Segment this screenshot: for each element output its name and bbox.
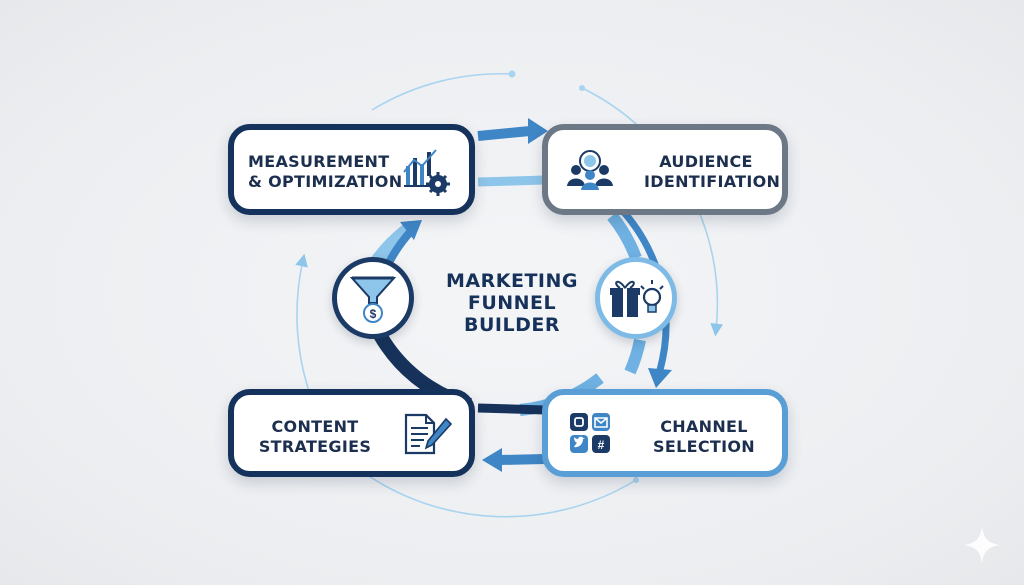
measurement-label-line-2: & OPTIMIZATION (248, 172, 403, 191)
svg-text:#: # (598, 438, 605, 452)
channel-card: # CHANNEL SELECTION (542, 389, 788, 477)
outer-arc-left (295, 253, 313, 401)
outer-arc-bottom (359, 469, 637, 518)
ring-left-arrow (400, 220, 422, 240)
audience-label: AUDIENCE IDENTIFIATION (644, 152, 781, 192)
social-channels-icon: # (570, 413, 610, 453)
channel-label-line-1: CHANNEL (660, 417, 748, 436)
audience-label-line-2: IDENTIFIATION (644, 172, 781, 191)
gift-idea-node (595, 257, 677, 339)
content-label: CONTENT STRATEGIES (252, 417, 378, 457)
arrow-bottom-connector (499, 454, 546, 465)
measurement-card: MEASUREMENT & OPTIMIZATION (228, 124, 475, 215)
audience-label-line-1: AUDIENCE (659, 152, 753, 171)
ring-right (607, 212, 642, 261)
outer-arc-top (371, 72, 513, 111)
arrow-top-lower (477, 175, 546, 187)
center-title-line-1: MARKETING (446, 270, 578, 292)
document-pen-icon (404, 413, 453, 455)
arrow-top-connector (477, 126, 531, 141)
measurement-label: MEASUREMENT & OPTIMIZATION (248, 152, 403, 192)
measurement-label-line-1: MEASUREMENT (248, 152, 390, 171)
outer-arc-dot (508, 70, 516, 78)
funnel-node: $ (332, 257, 414, 339)
channel-label: CHANNEL SELECTION (642, 417, 766, 457)
audience-group-icon (567, 150, 613, 190)
content-label-line-2: STRATEGIES (258, 437, 372, 456)
chart-gear-icon (403, 149, 450, 196)
gift-lightbulb-icon (610, 280, 664, 317)
ring-right-lower (624, 338, 646, 375)
svg-text:$: $ (370, 307, 377, 321)
audience-card: AUDIENCE IDENTIFIATION (542, 124, 788, 215)
sparkle-icon (964, 527, 1000, 563)
ring-right-arrowhead (648, 368, 672, 388)
center-title-line-3: BUILDER (464, 314, 560, 336)
funnel-dollar-icon: $ (349, 276, 397, 323)
channel-label-line-2: SELECTION (653, 437, 755, 456)
center-title: MARKETING FUNNEL BUILDER (432, 270, 592, 336)
content-card: CONTENT STRATEGIES (228, 389, 475, 477)
arrow-bottom-upper (477, 403, 546, 415)
arrow-bottom-head (482, 448, 502, 472)
center-title-line-2: FUNNEL (467, 292, 557, 314)
content-label-line-1: CONTENT (271, 417, 359, 436)
arrow-top-head (528, 118, 548, 144)
